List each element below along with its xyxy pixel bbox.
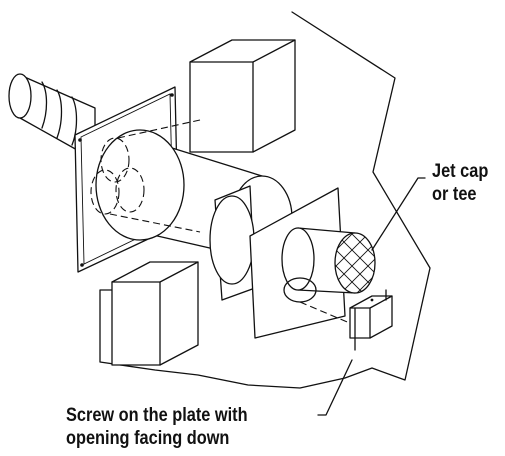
upper-block <box>189 39 296 153</box>
jet-cap-callout-line2: or tee <box>432 184 477 205</box>
screw-plate-callout-line1: Screw on the plate with <box>66 405 248 426</box>
jet-cap-leader-line <box>371 177 426 251</box>
screw-on-plate <box>349 289 393 351</box>
screw-plate-callout-line2: opening facing down <box>66 428 230 449</box>
wall-cutaway-outline <box>99 11 431 389</box>
pipe-collar <box>209 185 256 301</box>
jet-cap-callout: Jet cap or tee <box>432 160 488 206</box>
screw-plate-leader-line <box>317 359 353 416</box>
screw-hole-icon <box>80 263 84 267</box>
screw-icon <box>370 298 374 302</box>
jet-cap-callout-line1: Jet cap <box>432 161 489 182</box>
screw-plate-callout: Screw on the plate with opening facing d… <box>66 404 248 450</box>
screw-hole-icon <box>78 138 82 142</box>
screw-hole-icon <box>170 93 174 97</box>
lower-left-block <box>111 261 199 366</box>
